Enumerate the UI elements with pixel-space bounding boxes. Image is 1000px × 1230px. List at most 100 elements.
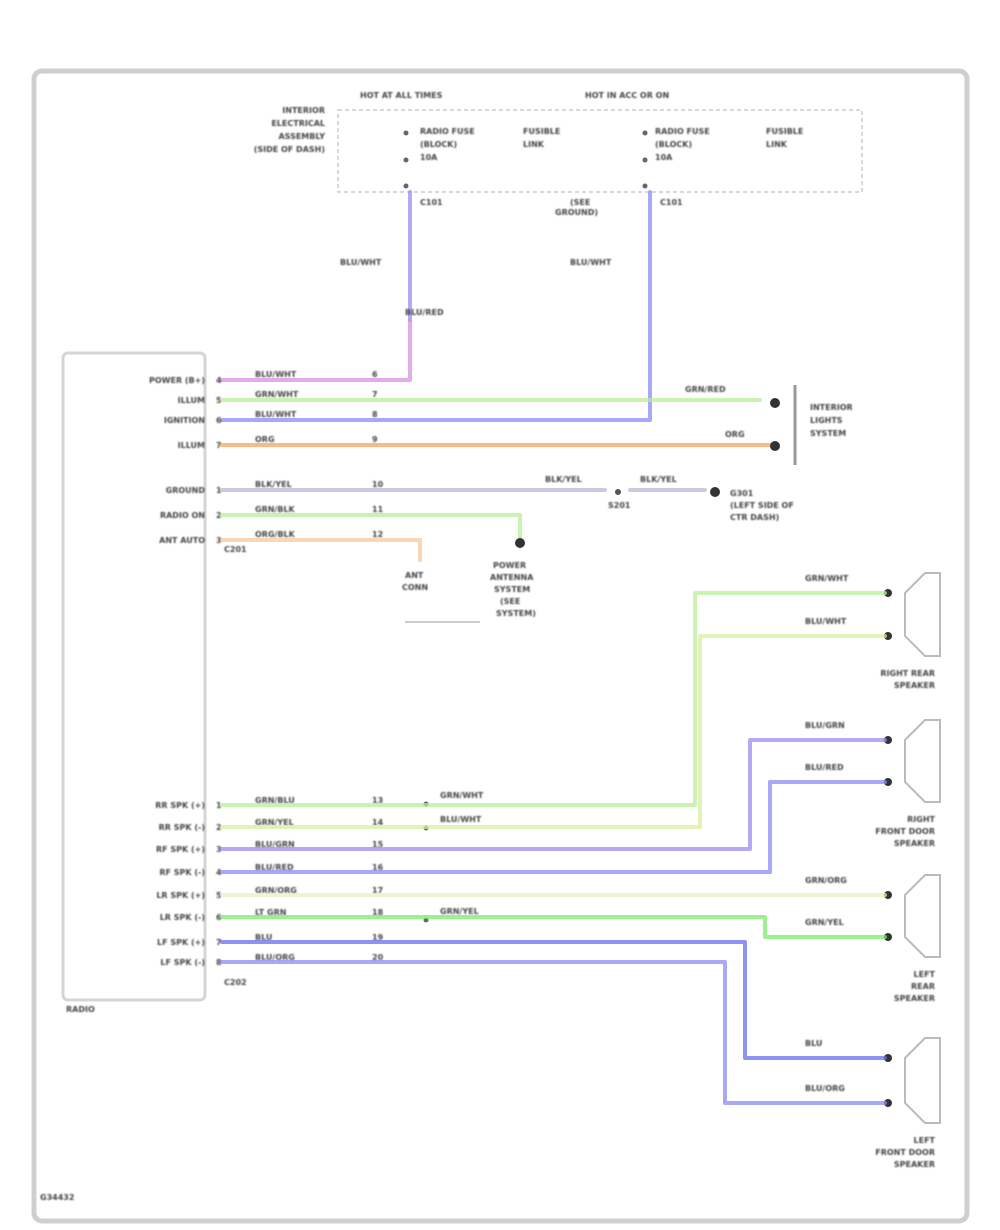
cavity-number: 12 bbox=[372, 530, 383, 539]
ground-label: (LEFT SIDE OF bbox=[730, 501, 794, 510]
power-antenna-label: POWER bbox=[493, 561, 526, 570]
pin-name: ANT AUTO bbox=[159, 536, 205, 545]
cavity-number: 14 bbox=[372, 818, 384, 827]
pin-name: LF SPK (+) bbox=[157, 938, 205, 947]
pin-number: 2 bbox=[216, 823, 222, 832]
wire-label: ORG bbox=[255, 435, 275, 444]
speaker-label: SPEAKER bbox=[894, 839, 935, 848]
side-label: ELECTRICAL bbox=[271, 119, 325, 128]
pin-name: POWER (B+) bbox=[149, 376, 205, 385]
pin-number: 5 bbox=[216, 396, 222, 405]
cavity-number: 20 bbox=[372, 953, 384, 962]
illum-system-label: INTERIOR bbox=[810, 403, 853, 412]
wire-speaker bbox=[220, 634, 887, 829]
wire-label: BLU/RED bbox=[405, 308, 444, 317]
speaker-icon bbox=[904, 572, 941, 657]
fuse2-label: 10A bbox=[655, 153, 673, 162]
pin-name: LF SPK (-) bbox=[160, 958, 205, 967]
wire-label: GRN/BLU bbox=[255, 796, 295, 805]
wire-speaker bbox=[220, 780, 887, 874]
wire-label: BLU/WHT bbox=[255, 370, 297, 379]
speaker-label: SPEAKER bbox=[894, 1160, 935, 1169]
fuse1-note: LINK bbox=[523, 140, 545, 149]
wire-ant-auto bbox=[220, 538, 422, 562]
wire-speaker bbox=[220, 591, 887, 807]
pin-name: IGNITION bbox=[164, 416, 205, 425]
speaker-label: SPEAKER bbox=[894, 994, 935, 1003]
speaker-label: LEFT bbox=[914, 1136, 936, 1145]
speaker-label: REAR bbox=[911, 982, 935, 991]
terminal-icon bbox=[884, 736, 892, 744]
wire-label: GRN/BLK bbox=[255, 505, 296, 514]
connector-dot bbox=[515, 538, 525, 548]
power-antenna-label: SYSTEM) bbox=[496, 609, 536, 618]
terminal-icon bbox=[884, 1054, 892, 1062]
splice-label: GRN/YEL bbox=[440, 907, 479, 916]
pin-number: 4 bbox=[216, 376, 222, 385]
fuse1-label: 10A bbox=[420, 153, 438, 162]
splice-label: BLU/WHT bbox=[440, 815, 482, 824]
diagram-frame bbox=[31, 68, 970, 1224]
cavity-number: 10 bbox=[372, 480, 384, 489]
ground-note: (SEE bbox=[570, 198, 590, 207]
cavity-number: 8 bbox=[372, 410, 378, 419]
connector-dot bbox=[770, 398, 780, 408]
pin-number: 4 bbox=[216, 868, 222, 877]
wire-label: BLK/YEL bbox=[640, 475, 677, 484]
speaker-icon bbox=[904, 1037, 941, 1124]
connector-label: C101 bbox=[420, 198, 443, 207]
fuse1-label: RADIO FUSE bbox=[420, 127, 475, 136]
fuse2-note: FUSIBLE bbox=[766, 127, 803, 136]
cavity-number: 19 bbox=[372, 933, 384, 942]
ground-icon bbox=[710, 487, 720, 497]
radio-unit bbox=[61, 351, 207, 1002]
wire-label: BLU/WHT bbox=[255, 410, 297, 419]
wire-label: ORG/BLK bbox=[255, 530, 296, 539]
speaker-icon bbox=[904, 874, 941, 958]
wire-label: ORG bbox=[725, 430, 745, 439]
wire-label: BLK/YEL bbox=[545, 475, 582, 484]
wire-label: BLU/RED bbox=[255, 863, 294, 872]
splice-label: S201 bbox=[608, 501, 631, 510]
wire-label: GRN/RED bbox=[685, 385, 726, 394]
wire-label: BLU/GRN bbox=[255, 840, 295, 849]
terminal-icon bbox=[884, 933, 892, 941]
illum-system-label: LIGHTS bbox=[810, 416, 843, 425]
cavity-number: 6 bbox=[372, 370, 378, 379]
fuse2-label: RADIO FUSE bbox=[655, 127, 710, 136]
wire-speaker bbox=[220, 960, 887, 1105]
pin-number: 7 bbox=[216, 441, 222, 450]
radio-label: RADIO bbox=[66, 1005, 95, 1014]
speaker-icon bbox=[904, 719, 941, 803]
wire-label: BLU/ORG bbox=[805, 1084, 845, 1093]
pin-number: 2 bbox=[216, 511, 222, 520]
wire-label: GRN/ORG bbox=[805, 876, 847, 885]
pin-number: 3 bbox=[216, 845, 222, 854]
cavity-number: 9 bbox=[372, 435, 378, 444]
wire-label: BLU/ORG bbox=[255, 953, 295, 962]
hot-at-all-times-label: HOT AT ALL TIMES bbox=[360, 91, 443, 100]
wire-label: BLU/GRN bbox=[805, 721, 845, 730]
connector-label: C201 bbox=[224, 545, 247, 554]
wire-ignition-feed bbox=[220, 190, 652, 422]
speaker-label: RIGHT bbox=[907, 815, 935, 824]
wire-label: BLU bbox=[255, 933, 272, 942]
cavity-number: 13 bbox=[372, 796, 383, 805]
speaker-label: RIGHT REAR bbox=[880, 669, 935, 678]
pin-name: LR SPK (-) bbox=[160, 913, 205, 922]
pin-name: RF SPK (+) bbox=[156, 845, 205, 854]
ground-label: CTR DASH) bbox=[730, 513, 779, 522]
pin-number: 7 bbox=[216, 938, 222, 947]
cavity-number: 15 bbox=[372, 840, 384, 849]
ant-conn-label: CONN bbox=[402, 583, 428, 592]
pin-number: 5 bbox=[216, 891, 222, 900]
wire-label: GRN/WHT bbox=[255, 390, 299, 399]
wire-label: GRN/YEL bbox=[805, 918, 844, 927]
wire-speaker bbox=[220, 738, 887, 851]
